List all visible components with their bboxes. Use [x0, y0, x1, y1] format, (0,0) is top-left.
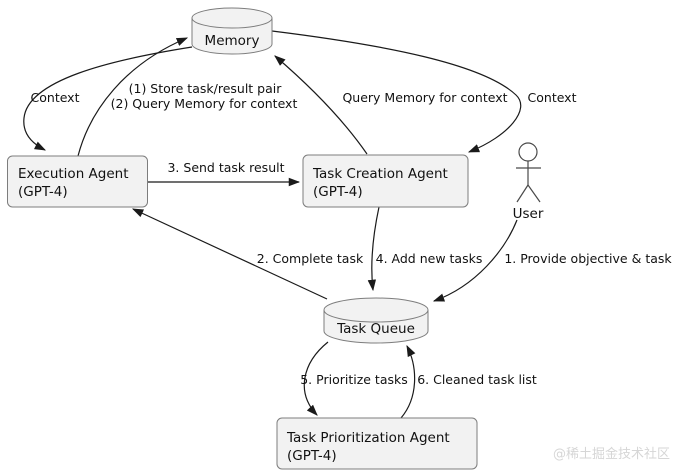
- edge-label-query-memory: Query Memory for context: [342, 90, 507, 105]
- user-actor-leg-left: [516, 184, 529, 203]
- user-actor-head: [518, 142, 538, 162]
- edge-label-store-line1: (1) Store task/result pair: [129, 81, 283, 96]
- memory-label: Memory: [205, 33, 260, 49]
- task-queue-cylinder-top: [323, 297, 429, 323]
- task-creation-agent-sublabel: (GPT-4): [313, 184, 363, 200]
- task-prioritization-agent-label: Task Prioritization Agent: [286, 430, 450, 446]
- user-actor-leg-right: [527, 184, 541, 203]
- edge-provide-objective: [432, 219, 518, 302]
- node-user: User: [513, 142, 544, 222]
- execution-agent-box: [7, 155, 148, 208]
- edge-label-context-left: Context: [31, 90, 80, 105]
- execution-agent-label: Execution Agent: [18, 166, 129, 182]
- memory-cylinder-top: [191, 7, 273, 29]
- edge-label-complete-task: 2. Complete task: [257, 251, 364, 266]
- edge-context-left: [23, 46, 193, 151]
- edge-complete-task: [131, 208, 328, 300]
- task-prioritization-agent-box: [276, 417, 478, 470]
- node-memory: Memory: [191, 7, 273, 55]
- task-creation-agent-label: Task Creation Agent: [312, 166, 448, 182]
- node-task-creation-agent: Task Creation Agent (GPT-4): [302, 154, 469, 208]
- edge-query-memory: [274, 55, 368, 155]
- edge-prioritize-tasks: [303, 341, 329, 416]
- edge-label-context-right: Context: [528, 90, 577, 105]
- task-queue-label: Task Queue: [336, 321, 415, 337]
- edge-cleaned-task-list: [400, 344, 416, 419]
- edge-label-add-new-tasks: 4. Add new tasks: [376, 251, 483, 266]
- edge-label-store-line2: (2) Query Memory for context: [111, 96, 298, 111]
- edge-context-right: [271, 30, 522, 153]
- task-creation-agent-box: [302, 154, 469, 208]
- execution-agent-sublabel: (GPT-4): [18, 184, 68, 200]
- node-execution-agent: Execution Agent (GPT-4): [7, 155, 148, 208]
- edge-label-cleaned-task-list: 6. Cleaned task list: [417, 372, 537, 387]
- node-task-prioritization-agent: Task Prioritization Agent (GPT-4): [276, 417, 478, 470]
- task-prioritization-agent-sublabel: (GPT-4): [287, 448, 337, 464]
- edge-add-new-tasks: [367, 206, 380, 292]
- node-task-queue: Task Queue: [323, 297, 429, 344]
- edge-label-provide-objective: 1. Provide objective & task: [504, 251, 672, 266]
- edge-label-prioritize-tasks: 5. Prioritize tasks: [300, 372, 408, 387]
- edge-store-and-query: [77, 37, 189, 157]
- edge-label-send-task-result: 3. Send task result: [167, 160, 284, 175]
- user-label: User: [513, 206, 544, 222]
- edges: Context (1) Store task/result pair (2) Q…: [23, 30, 672, 419]
- watermark-text: @稀土掘金技术社区: [553, 446, 670, 462]
